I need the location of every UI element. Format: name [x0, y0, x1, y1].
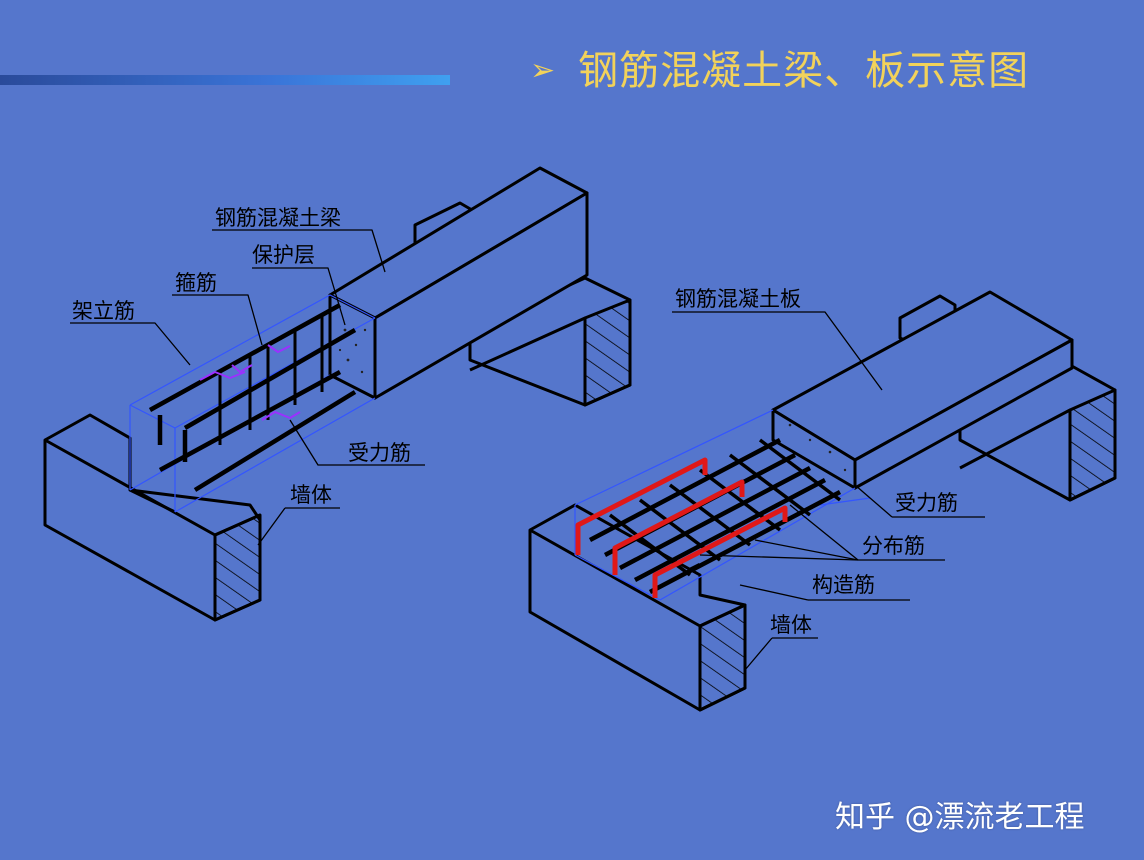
bullet-arrow-icon: ➢ [530, 53, 557, 88]
slab-labels: 钢筋混凝土板 受力筋 分布筋 构造筋 墙体 [675, 287, 958, 637]
label-distribution-bar: 分布筋 [862, 534, 925, 558]
label-slab-wall: 墙体 [770, 613, 812, 637]
slab-solid [771, 290, 1074, 490]
slide-title-text: 钢筋混凝土梁、板示意图 [578, 48, 1030, 94]
label-erection-bar: 架立筋 [72, 299, 135, 323]
slab-structural-bars [575, 457, 788, 598]
beam-leader-lines [70, 229, 425, 546]
label-structural-bar: 构造筋 [812, 573, 875, 597]
label-beam: 钢筋混凝土梁 [215, 206, 341, 230]
title-accent-bar [0, 75, 450, 85]
beam-end-speckle [338, 328, 367, 374]
slab-cage-outline [574, 409, 871, 601]
watermark: 知乎 @漂流老工程 [835, 800, 1085, 835]
slab-diagram: 钢筋混凝土板 受力筋 分布筋 构造筋 墙体 [528, 287, 1117, 712]
label-beam-wall: 墙体 [290, 483, 332, 507]
label-slab-main-bar: 受力筋 [895, 491, 958, 515]
beam-solid [328, 166, 589, 400]
label-stirrup: 箍筋 [175, 271, 217, 295]
beam-front-wall [43, 413, 262, 622]
slab-leader-lines [672, 311, 985, 671]
beam-rebar-cage [148, 303, 357, 492]
beam-diagram: 钢筋混凝土梁 保护层 箍筋 架立筋 受力筋 墙体 [43, 166, 632, 622]
slab-end-speckle [788, 423, 847, 472]
slide-title: ➢ 钢筋混凝土梁、板示意图 [530, 38, 1029, 96]
label-cover: 保护层 [252, 243, 315, 267]
beam-labels: 钢筋混凝土梁 保护层 箍筋 架立筋 受力筋 墙体 [72, 206, 411, 507]
beam-stirrups [218, 315, 324, 445]
label-slab: 钢筋混凝土板 [675, 287, 801, 311]
beam-back-wall [468, 276, 632, 407]
beam-stirrup-hooks [199, 344, 301, 421]
label-beam-main-bar: 受力筋 [348, 441, 411, 465]
